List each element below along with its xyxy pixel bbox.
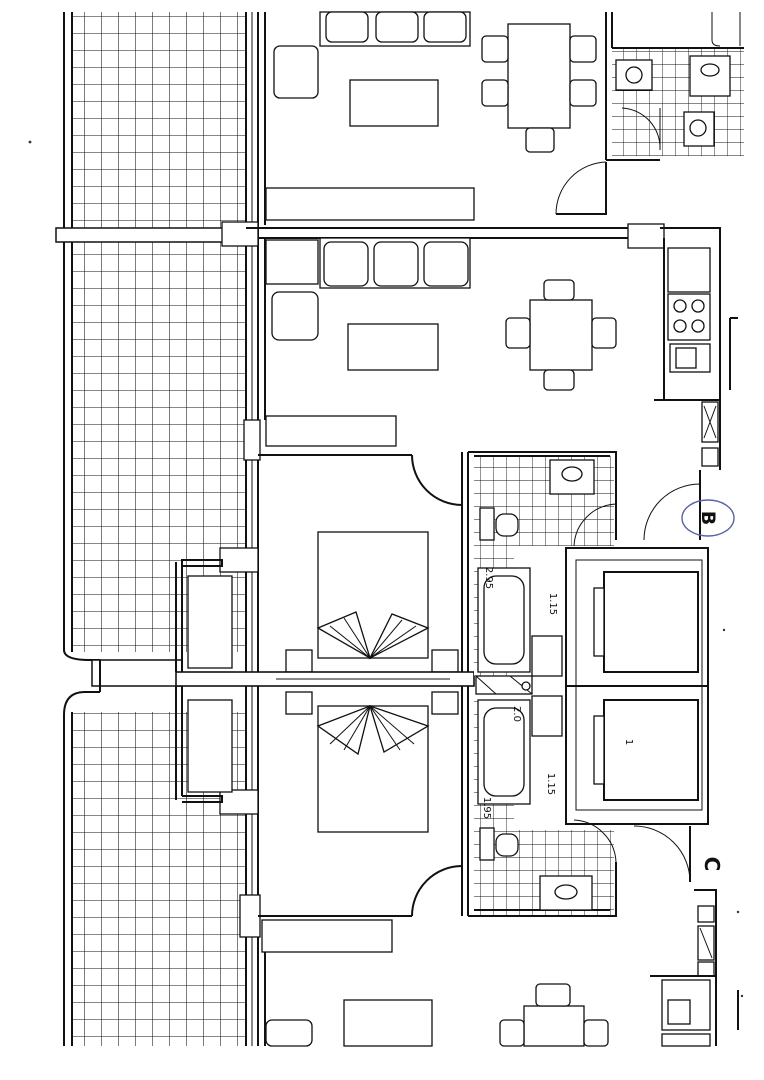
entrance-door-b xyxy=(643,470,701,541)
living-room-top xyxy=(264,11,597,225)
terrace-upper xyxy=(55,12,247,661)
shaft xyxy=(475,675,533,695)
dining-table xyxy=(505,279,617,391)
dining-table xyxy=(499,983,609,1047)
elevator-mark: 1 xyxy=(623,739,634,745)
nightstand xyxy=(285,691,313,715)
wardrobe xyxy=(187,699,233,793)
bedroom-lower xyxy=(175,686,469,917)
hall-door-top xyxy=(555,161,607,215)
bathroom-upper xyxy=(468,451,617,677)
kitchen-lower xyxy=(650,889,739,1047)
unit-b-text: B xyxy=(697,511,719,525)
dimension-label: 2.0 xyxy=(511,706,522,722)
bedroom-upper xyxy=(175,452,469,685)
living-room-bottom xyxy=(261,919,609,1047)
bedroom-divider xyxy=(175,671,475,687)
dining-table xyxy=(481,23,597,153)
sideboard xyxy=(265,187,475,221)
coffee-table xyxy=(343,999,433,1047)
elevator-core xyxy=(565,547,709,825)
bed xyxy=(317,531,429,659)
sideboard xyxy=(261,919,393,953)
nightstand xyxy=(431,649,459,673)
nightstand xyxy=(285,649,313,673)
living-room-mid xyxy=(264,237,617,447)
wardrobe xyxy=(187,575,233,669)
facade-wall xyxy=(219,12,261,1046)
dimension-label: 1.95 xyxy=(481,797,492,819)
sofa xyxy=(265,237,471,289)
scan-specks xyxy=(28,140,744,998)
nightstand xyxy=(431,691,459,715)
entrance-door-c xyxy=(633,825,691,883)
armchair xyxy=(273,45,319,99)
armchair xyxy=(271,291,319,341)
dimension-label: 2.95 xyxy=(483,567,494,589)
sideboard xyxy=(265,415,397,447)
sofa xyxy=(319,11,471,47)
unit-label-b: B xyxy=(681,499,735,537)
dimension-label: 1.15 xyxy=(545,773,556,795)
unit-c-text: C xyxy=(700,857,724,872)
bathroom-top xyxy=(605,12,744,161)
terrace-divider xyxy=(91,659,183,692)
bathroom-lower xyxy=(468,695,617,917)
kitchen xyxy=(654,227,738,470)
coffee-table xyxy=(349,79,439,127)
dimension-label: 1.15 xyxy=(547,593,558,615)
coffee-table xyxy=(347,323,439,371)
